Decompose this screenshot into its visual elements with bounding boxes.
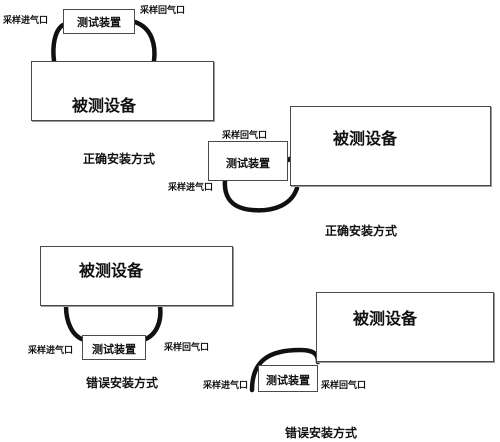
tester-label: 测试装置 bbox=[92, 343, 136, 356]
caption: 错误安装方式 bbox=[86, 376, 159, 390]
caption: 正确安装方式 bbox=[83, 152, 156, 166]
inlet-hose bbox=[51, 22, 66, 64]
return-hose bbox=[140, 303, 163, 343]
return-port-label: 采样回气口 bbox=[321, 381, 367, 391]
caption: 错误安装方式 bbox=[285, 426, 358, 440]
device-label: 被测设备 bbox=[79, 261, 144, 280]
return-port-label: 采样回气口 bbox=[140, 6, 186, 16]
tester-label: 测试装置 bbox=[226, 157, 270, 170]
device-label: 被测设备 bbox=[72, 96, 137, 115]
inlet-port-label: 采样进气口 bbox=[3, 16, 49, 26]
tester-label: 测试装置 bbox=[77, 16, 121, 29]
inlet-hose bbox=[63, 303, 87, 343]
tester-box: 测试装置 bbox=[63, 9, 135, 34]
device-box: 被测设备 bbox=[316, 292, 494, 362]
device-box: 被测设备 bbox=[40, 246, 233, 306]
return-port-label: 采样回气口 bbox=[222, 131, 268, 141]
device-label: 被测设备 bbox=[333, 129, 398, 148]
tester-box: 测试装置 bbox=[82, 335, 146, 360]
device-label: 被测设备 bbox=[353, 309, 418, 328]
inlet-port-label: 采样进气口 bbox=[168, 183, 214, 193]
return-hose bbox=[132, 19, 157, 64]
inlet-port-label: 采样进气口 bbox=[203, 381, 249, 391]
device-box: 被测设备 bbox=[290, 106, 491, 186]
device-box: 被测设备 bbox=[31, 61, 214, 121]
return-port-label: 采样回气口 bbox=[164, 343, 210, 353]
tester-label: 测试装置 bbox=[266, 374, 310, 387]
inlet-hose bbox=[222, 170, 300, 213]
inlet-port-label: 采样进气口 bbox=[28, 346, 74, 356]
tester-box: 测试装置 bbox=[208, 141, 288, 181]
caption: 正确安装方式 bbox=[325, 224, 398, 238]
tester-box: 测试装置 bbox=[258, 365, 318, 392]
